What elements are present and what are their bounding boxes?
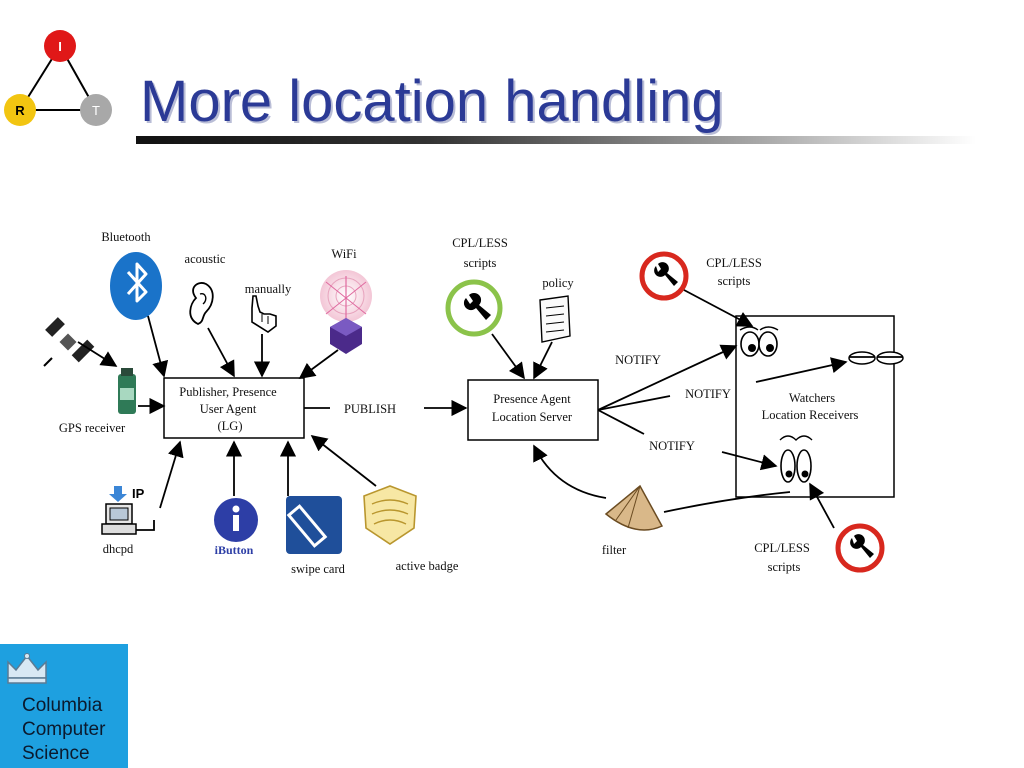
ibutton-label: iButton xyxy=(215,543,254,557)
columbia-line-1: Columbia xyxy=(22,695,103,716)
swipe-card-label: swipe card xyxy=(291,562,346,576)
watcher-top-scripts-label-2: scripts xyxy=(718,274,751,288)
notify-arrows xyxy=(597,344,778,471)
bottom-scripts-to-watcher-arrow xyxy=(809,482,835,529)
server-scripts-label-1: CPL/LESS xyxy=(452,236,508,250)
watcher-eyes-icon xyxy=(739,326,779,357)
page-title: More location handling xyxy=(140,69,724,134)
irt-logo-r: R xyxy=(15,103,25,118)
irt-logo-t: T xyxy=(92,103,100,118)
ip-tag: IP xyxy=(132,486,145,501)
presence-agent-box xyxy=(467,379,599,441)
columbia-line-3: Science xyxy=(22,743,90,764)
bluetooth-icon xyxy=(110,252,162,320)
ear-icon xyxy=(189,282,214,325)
irt-logo-r-circle xyxy=(4,94,36,126)
publisher-line-2: User Agent xyxy=(200,402,257,416)
watcher-bottom-scripts-label-2: scripts xyxy=(768,560,801,574)
source-arrows xyxy=(77,315,377,509)
policy-scroll-icon xyxy=(539,295,571,343)
watcher-bottom-scripts-label-1: CPL/LESS xyxy=(754,541,810,555)
crown-icon xyxy=(7,653,47,684)
filter-icon xyxy=(604,484,664,531)
watcher-top-wrench-icon xyxy=(639,251,689,301)
notify-label-1: NOTIFY xyxy=(615,353,661,367)
title-underline xyxy=(136,136,976,144)
publish-label: PUBLISH xyxy=(344,402,396,416)
bluetooth-label: Bluetooth xyxy=(101,230,151,244)
active-badge-icon xyxy=(363,485,417,545)
acoustic-label: acoustic xyxy=(185,252,226,266)
policy-to-server-arrow xyxy=(533,341,553,380)
server-scripts-label-2: scripts xyxy=(464,256,497,270)
wrench-icon xyxy=(445,279,503,337)
watcher-sleepy-eyes-icon xyxy=(848,351,904,365)
watchers-line-1: Watchers xyxy=(789,391,835,405)
dhcpd-label: dhcpd xyxy=(103,542,134,556)
active-badge-label: active badge xyxy=(396,559,459,573)
watcher-bottom-wrench-icon xyxy=(835,523,885,573)
filter-to-server-arrow xyxy=(533,444,607,499)
publisher-box xyxy=(163,377,305,439)
watcher-to-filter-line xyxy=(663,491,791,513)
watcher-top-scripts-label-1: CPL/LESS xyxy=(706,256,762,270)
irt-logo-t-circle xyxy=(80,94,112,126)
wifi-label: WiFi xyxy=(331,247,357,261)
wifi-icon xyxy=(320,270,372,354)
publisher-line-1: Publisher, Presence xyxy=(179,385,277,399)
watchers-line-2: Location Receivers xyxy=(762,408,859,422)
presence-agent-line-2: Location Server xyxy=(492,410,573,424)
irt-logo-i-circle xyxy=(44,30,76,62)
columbia-line-2: Computer xyxy=(22,719,106,740)
irt-logo-i: I xyxy=(58,39,62,54)
pointing-hand-icon xyxy=(251,295,277,333)
notify-label-3: NOTIFY xyxy=(649,439,695,453)
watcher-tall-eyes-icon xyxy=(779,435,813,483)
notify-to-second-watcher-arrow xyxy=(755,357,848,383)
satellite-icon xyxy=(43,317,95,367)
ibutton-icon xyxy=(214,498,258,542)
gps-receiver-icon xyxy=(118,368,136,414)
policy-label: policy xyxy=(542,276,574,290)
filter-label: filter xyxy=(602,543,627,557)
presence-agent-line-1: Presence Agent xyxy=(493,392,571,406)
gps-receiver-label: GPS receiver xyxy=(59,421,126,435)
notify-label-2: NOTIFY xyxy=(685,387,731,401)
manually-label: manually xyxy=(245,282,292,296)
irt-logo: I R T xyxy=(4,30,112,126)
columbia-logo: Columbia Computer Science xyxy=(0,644,128,768)
top-scripts-to-watcher-arrow xyxy=(683,289,754,327)
scripts-to-server-arrow xyxy=(491,333,525,380)
publisher-line-3: (LG) xyxy=(218,419,243,433)
dhcp-computer-icon: IP xyxy=(101,486,155,535)
swipe-card-icon xyxy=(286,496,342,554)
